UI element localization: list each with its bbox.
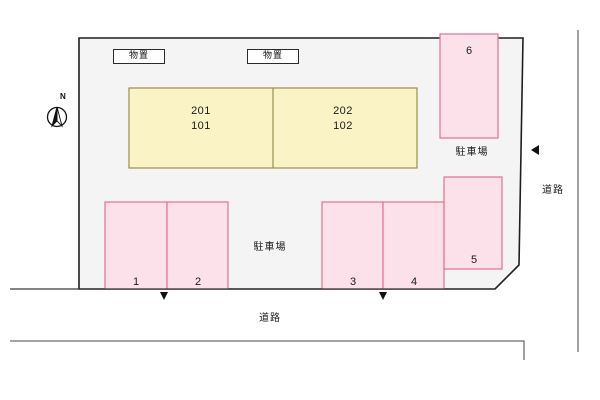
road-label-south: 道路	[259, 313, 281, 324]
parking-stall-5	[443, 176, 503, 270]
parking-stall-5-number: 5	[470, 254, 478, 266]
parking-label-right: 駐車場	[455, 147, 489, 158]
road-south-lower-edge	[10, 340, 525, 360]
parking-stall-2-number: 2	[194, 276, 202, 288]
unit-label-right-lower: 102	[333, 120, 353, 132]
parking-stall-6	[439, 33, 499, 139]
parking-stall-6-number: 6	[465, 45, 473, 57]
entrance-marker-east-icon	[531, 145, 539, 155]
compass-rose-icon	[46, 106, 68, 128]
entrance-marker-south-west-icon	[160, 292, 168, 300]
parking-stall-3-number: 3	[349, 276, 357, 288]
parking-stall-1	[104, 201, 168, 290]
unit-label-right-upper: 202	[333, 105, 353, 117]
parking-stall-1-number: 1	[132, 276, 140, 288]
unit-label-left-upper: 201	[191, 105, 211, 117]
road-label-east: 道路	[542, 185, 564, 196]
entrance-marker-south-east-icon	[379, 292, 387, 300]
storage-box-right: 物置	[247, 49, 299, 64]
compass-north-label: N	[60, 92, 66, 101]
parking-stall-4-number: 4	[410, 276, 418, 288]
unit-label-left-lower: 101	[191, 120, 211, 132]
storage-box-left: 物置	[113, 49, 165, 64]
parking-label-lower: 駐車場	[253, 242, 287, 253]
